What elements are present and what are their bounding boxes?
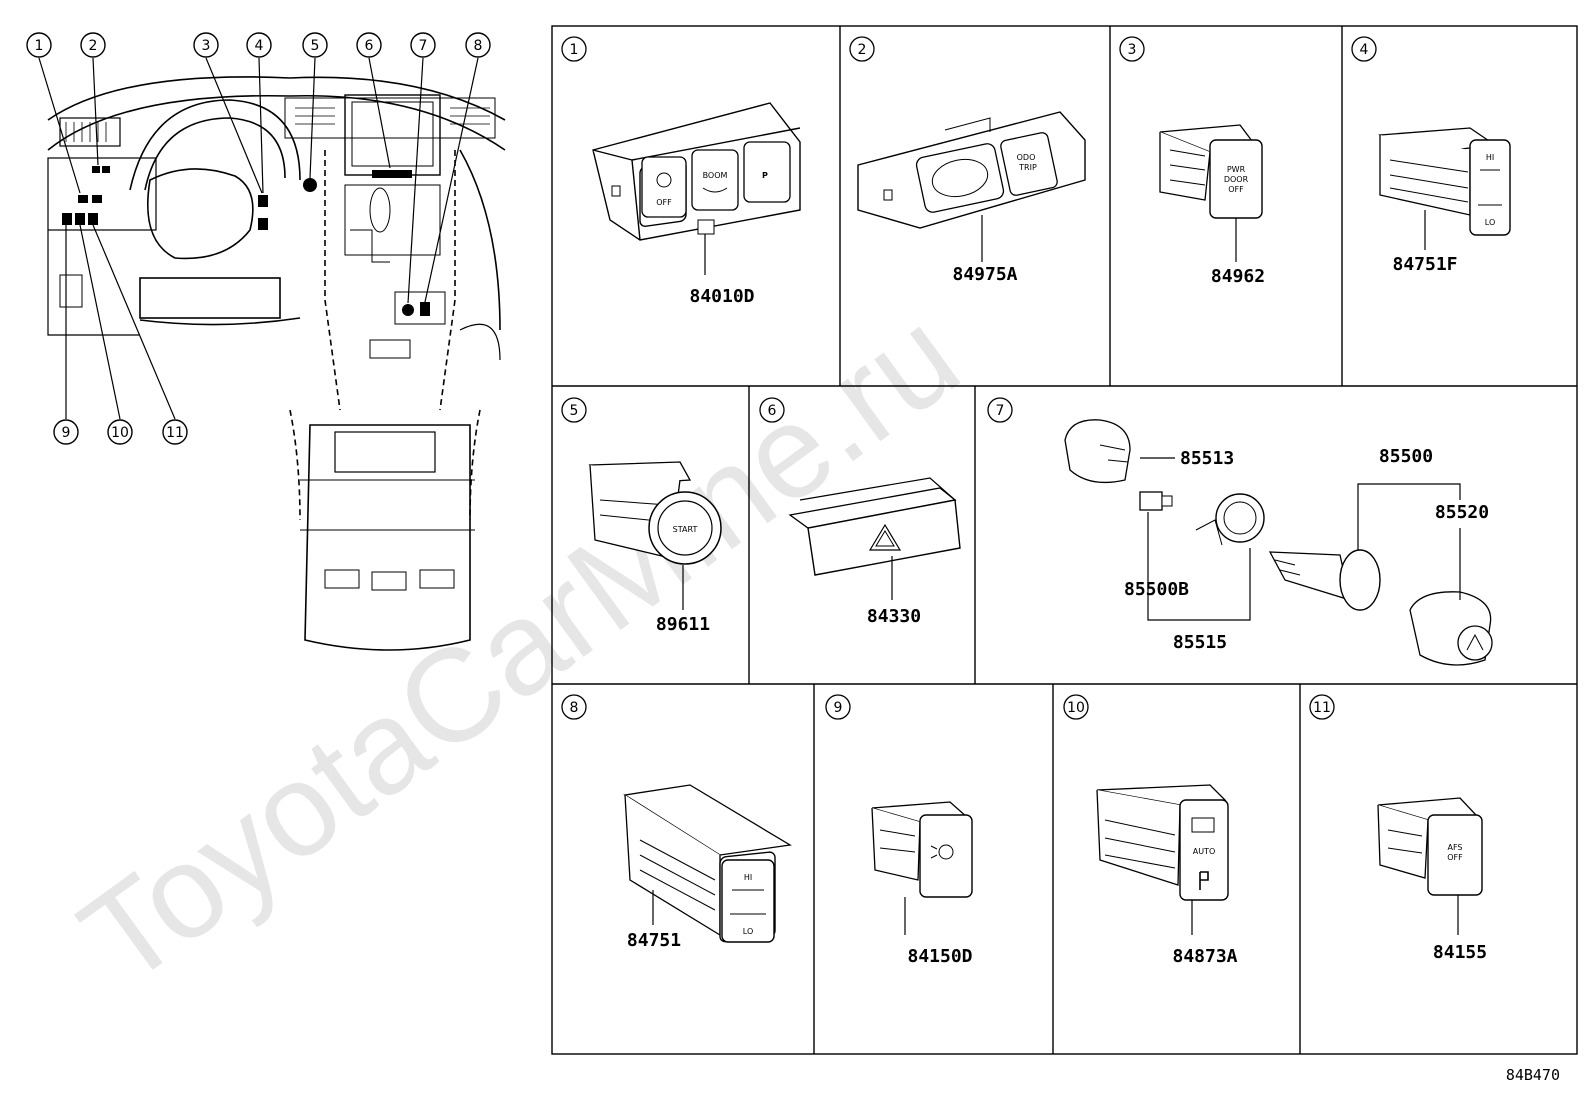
svg-text:10: 10	[1067, 700, 1085, 716]
svg-text:85500: 85500	[1379, 446, 1433, 467]
svg-text:ODO: ODO	[1017, 153, 1036, 162]
svg-text:1: 1	[570, 42, 579, 58]
svg-text:5: 5	[311, 38, 320, 54]
svg-text:84873A: 84873A	[1172, 946, 1237, 967]
cell-6: 6 84330	[759, 397, 961, 627]
svg-text:BOOM: BOOM	[703, 171, 728, 180]
svg-text:HI: HI	[1486, 153, 1494, 162]
svg-text:84975A: 84975A	[952, 264, 1017, 285]
overview-callout-6: 6	[356, 32, 382, 58]
svg-text:7: 7	[996, 403, 1005, 419]
overview-callout-1: 1	[26, 32, 52, 58]
overview-callout-3: 3	[193, 32, 219, 58]
svg-text:10: 10	[111, 425, 129, 441]
dashboard-overview	[47, 76, 506, 651]
svg-text:9: 9	[62, 425, 71, 441]
svg-text:AUTO: AUTO	[1193, 847, 1216, 856]
svg-text:84155: 84155	[1433, 942, 1487, 963]
overview-callout-11: 11	[162, 419, 188, 445]
svg-text:LO: LO	[1485, 218, 1495, 227]
svg-text:AFS: AFS	[1447, 843, 1462, 852]
overview-callout-8: 8	[465, 32, 491, 58]
svg-text:84010D: 84010D	[689, 286, 754, 307]
overview-markers	[62, 166, 430, 316]
svg-text:11: 11	[1313, 700, 1331, 716]
svg-text:1: 1	[35, 38, 44, 54]
svg-text:DOOR: DOOR	[1224, 175, 1249, 184]
svg-text:START: START	[673, 525, 698, 534]
cell-8: 8 HI LO 84751	[561, 694, 792, 951]
svg-text:4: 4	[255, 38, 264, 54]
svg-text:2: 2	[858, 42, 867, 58]
svg-text:PWR: PWR	[1227, 165, 1246, 174]
svg-text:85513: 85513	[1180, 448, 1234, 469]
diagram-code: 84B470	[1506, 1066, 1560, 1084]
cell-2: 2 ODO TRIP 84975A	[849, 36, 1086, 285]
overview-callout-7: 7	[410, 32, 436, 58]
svg-text:6: 6	[768, 403, 777, 419]
svg-text:85500B: 85500B	[1124, 579, 1189, 600]
cell-4: 4 HI LO 84751F	[1351, 36, 1511, 275]
cell-9: 9 84150D	[825, 694, 973, 967]
svg-text:7: 7	[419, 38, 428, 54]
svg-text:9: 9	[834, 700, 843, 716]
watermark: ToyotaCarMine.ru	[55, 281, 984, 1012]
svg-text:4: 4	[1360, 42, 1369, 58]
cell-1: 1 OFF BOOM P 84010D	[561, 36, 801, 307]
svg-text:84330: 84330	[867, 606, 921, 627]
svg-text:LO: LO	[743, 927, 753, 936]
svg-text:84751: 84751	[627, 930, 681, 951]
cell-10: 10 AUTO 84873A	[1063, 694, 1238, 967]
svg-text:85515: 85515	[1173, 632, 1227, 653]
svg-text:2: 2	[89, 38, 98, 54]
svg-text:P: P	[762, 171, 768, 180]
cell-11: 11 AFS OFF 84155	[1309, 694, 1487, 963]
svg-text:8: 8	[474, 38, 483, 54]
svg-text:HI: HI	[744, 873, 752, 882]
svg-text:TRIP: TRIP	[1018, 163, 1037, 172]
overview-callout-9: 9	[53, 419, 79, 445]
svg-text:11: 11	[166, 425, 184, 441]
svg-text:3: 3	[1128, 42, 1137, 58]
cell-7: 7 85513 85500B 85515 85500 85520	[987, 397, 1493, 666]
svg-text:5: 5	[570, 403, 579, 419]
overview-callout-2: 2	[80, 32, 106, 58]
overview-leaders	[38, 57, 479, 420]
cell-3: 3 PWR DOOR OFF 84962	[1119, 36, 1265, 287]
parts-grid	[551, 25, 1578, 1055]
svg-text:84150D: 84150D	[907, 946, 972, 967]
overview-callout-4: 4	[246, 32, 272, 58]
svg-text:OFF: OFF	[1447, 853, 1463, 862]
svg-text:OFF: OFF	[1228, 185, 1244, 194]
svg-text:85520: 85520	[1435, 502, 1489, 523]
svg-text:6: 6	[365, 38, 374, 54]
overview-callout-10: 10	[107, 419, 133, 445]
svg-text:84751F: 84751F	[1392, 254, 1457, 275]
svg-text:8: 8	[570, 700, 579, 716]
svg-text:84962: 84962	[1211, 266, 1265, 287]
overview-callout-5: 5	[302, 32, 328, 58]
svg-text:3: 3	[202, 38, 211, 54]
svg-text:89611: 89611	[656, 614, 710, 635]
cell-5: 5 START 89611	[561, 397, 722, 635]
svg-text:OFF: OFF	[656, 198, 672, 207]
